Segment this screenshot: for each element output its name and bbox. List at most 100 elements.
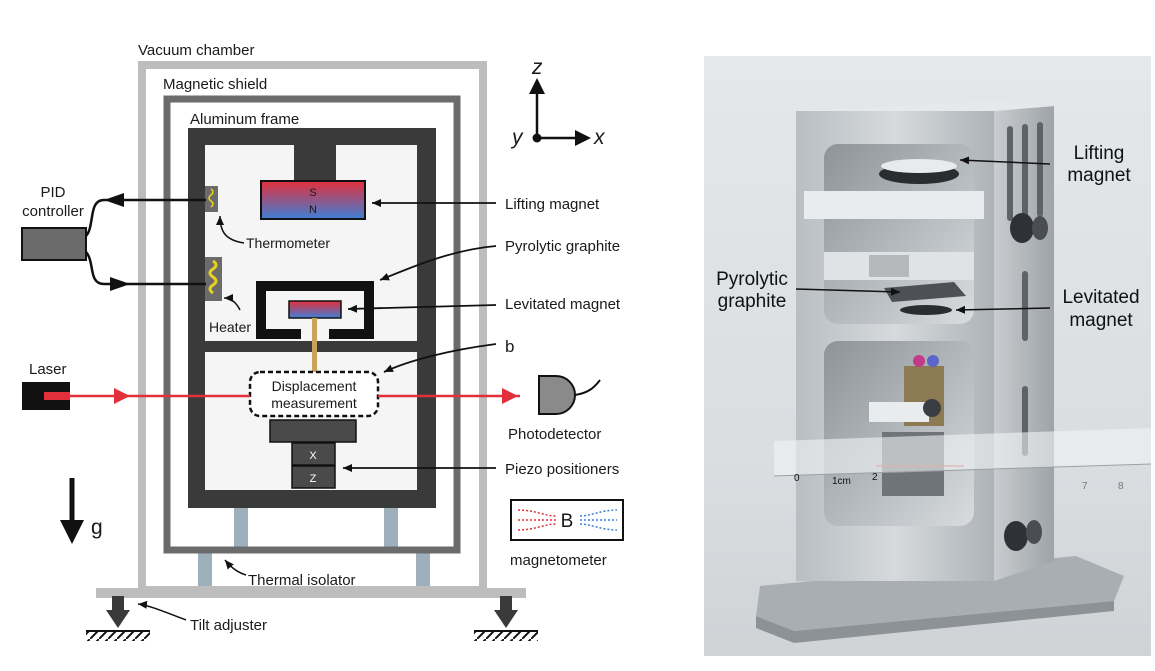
photo-upper-bar xyxy=(804,191,984,219)
magnetic-shield xyxy=(163,95,461,554)
photo-side-slot-1 xyxy=(1007,126,1013,221)
thermal-isolator-right xyxy=(416,553,430,589)
pid-wire-arrow-top xyxy=(104,193,124,207)
magnet-holder-post xyxy=(294,145,336,183)
pid-to-heater-wire xyxy=(84,251,206,286)
photo-lifting-magnet-top xyxy=(881,159,957,173)
photo-graphite-block xyxy=(869,255,909,277)
photo-side-slot-2 xyxy=(1022,124,1028,219)
axis-z-label: z xyxy=(531,56,543,79)
axis-y-origin xyxy=(532,133,542,143)
pid-controller-box xyxy=(21,227,87,261)
photo-sample-dot-2 xyxy=(927,355,939,367)
magnetometer-field-red xyxy=(517,509,557,531)
displacement-label-line2: measurement xyxy=(271,395,357,411)
levitated-magnet-pointer xyxy=(347,304,497,313)
lifting-magnet-label: Lifting magnet xyxy=(505,196,600,213)
tilt-adjuster-label: Tilt adjuster xyxy=(190,617,267,634)
thermal-isolator-inner-left xyxy=(234,508,248,548)
piezo-z-label: Z xyxy=(310,473,317,485)
lifting-magnet xyxy=(260,180,366,220)
photodetector xyxy=(538,375,576,415)
pyrolytic-graphite xyxy=(256,281,374,339)
photo-ruler-8: 8 xyxy=(1118,481,1124,492)
photo-lifting-magnet-label-line2: magnet xyxy=(1067,165,1131,186)
photo-levitated-magnet-label-line2: magnet xyxy=(1069,310,1133,331)
photo-bolt-lower xyxy=(1004,520,1042,551)
photo-base-plate-edge xyxy=(756,601,1114,643)
photo-levitated-magnet-pointer xyxy=(955,305,1051,314)
magnetometer-field-blue xyxy=(579,509,618,531)
b-pointer xyxy=(383,343,497,373)
thermal-isolator-label: Thermal isolator xyxy=(248,572,356,589)
thermometer-pointer xyxy=(216,215,245,244)
piezo-stage-top xyxy=(269,419,357,443)
levitated-magnet-rod xyxy=(312,318,317,376)
laser-beam-arrow-1 xyxy=(114,388,130,404)
photo-side-slot-4 xyxy=(1022,271,1028,341)
laser-aperture xyxy=(44,392,70,400)
apparatus-schematic: Vacuum chamber Magnetic shield Aluminum … xyxy=(21,42,624,641)
b-panel-label: b xyxy=(505,337,514,356)
apparatus-photograph: 0 1cm 2 7 8 Lifting magnet Pyrolytic gra… xyxy=(704,56,1151,656)
photodetector-cable xyxy=(574,379,601,396)
pid-label-line1: PID xyxy=(40,184,65,201)
tilt-adjuster-pointer xyxy=(137,600,187,621)
photo-base-plate xyxy=(756,556,1124,631)
vacuum-chamber xyxy=(138,61,487,594)
tilt-adjuster-right-shaft xyxy=(500,596,512,612)
gravity-label: g xyxy=(91,516,103,539)
tilt-adjuster-left-shaft xyxy=(112,596,124,612)
photo-ruler-0: 0 xyxy=(794,473,800,484)
photo-pyrolytic-graphite xyxy=(884,282,966,302)
magnetometer-symbol: B xyxy=(561,511,574,532)
axis-x-arrowhead xyxy=(575,130,591,146)
vacuum-chamber-label: Vacuum chamber xyxy=(138,42,254,59)
lifting-magnet-pole-n: N xyxy=(309,204,317,216)
pid-to-thermometer-wire xyxy=(84,198,206,237)
axis-y-label: y xyxy=(510,126,524,149)
ground-left-hatch xyxy=(86,631,150,641)
photo-pyrolytic-graphite-label-line1: Pyrolytic xyxy=(716,269,788,290)
photo-frame-top xyxy=(796,101,1054,111)
thermal-isolator-left xyxy=(198,553,212,589)
piezo-x xyxy=(291,442,336,466)
photo-side-slot-3 xyxy=(1037,122,1043,217)
axis-x-label: x xyxy=(593,126,606,149)
photo-ruler-1cm: 1cm xyxy=(832,476,851,487)
ground-right-hatch xyxy=(474,631,538,641)
pyrolytic-graphite-pointer xyxy=(379,245,497,281)
magnetic-shield-label: Magnetic shield xyxy=(163,76,267,93)
thermometer-sensor xyxy=(205,186,218,212)
heater-pointer xyxy=(223,294,241,311)
photo-pyrolytic-graphite-label-line2: graphite xyxy=(718,291,787,312)
photo-bolt-upper xyxy=(1010,213,1048,243)
photo-pyrolytic-graphite-pointer xyxy=(795,287,901,296)
pid-wire-arrow-bottom xyxy=(110,277,130,291)
photo-ruler-2: 2 xyxy=(872,472,878,483)
photo-lifting-magnet-label-line1: Lifting xyxy=(1074,143,1125,164)
photo-ruler-edge xyxy=(773,463,1151,477)
laser-beam-arrow-2 xyxy=(502,388,518,404)
piezo-z xyxy=(291,465,336,489)
levitated-magnet-label: Levitated magnet xyxy=(505,296,621,313)
thermal-isolator-pointer xyxy=(224,559,247,576)
photo-lower-bar xyxy=(869,402,929,422)
thermometer-label: Thermometer xyxy=(246,235,330,251)
photo-levitated-magnet-label-line1: Levitated xyxy=(1062,287,1139,308)
photo-screw-lower-cavity xyxy=(923,399,941,417)
photo-sample-dot-1 xyxy=(913,355,925,367)
photo-levitated-magnet xyxy=(900,305,952,315)
photo-ruler xyxy=(774,428,1151,476)
tilt-adjuster-right-head xyxy=(494,610,518,628)
gravity-arrow-head xyxy=(60,520,84,544)
lifting-magnet-pole-s: S xyxy=(309,187,316,199)
tilt-adjuster-left-head xyxy=(106,610,130,628)
heater-label: Heater xyxy=(209,319,251,335)
thermometer-coil xyxy=(208,188,214,208)
axis-z-arrowhead xyxy=(529,78,545,94)
piezo-positioners-label: Piezo positioners xyxy=(505,461,619,478)
displacement-measurement-region xyxy=(248,370,380,418)
pyrolytic-graphite-label: Pyrolytic graphite xyxy=(505,238,620,255)
photo-ruler-7: 7 xyxy=(1082,481,1088,492)
